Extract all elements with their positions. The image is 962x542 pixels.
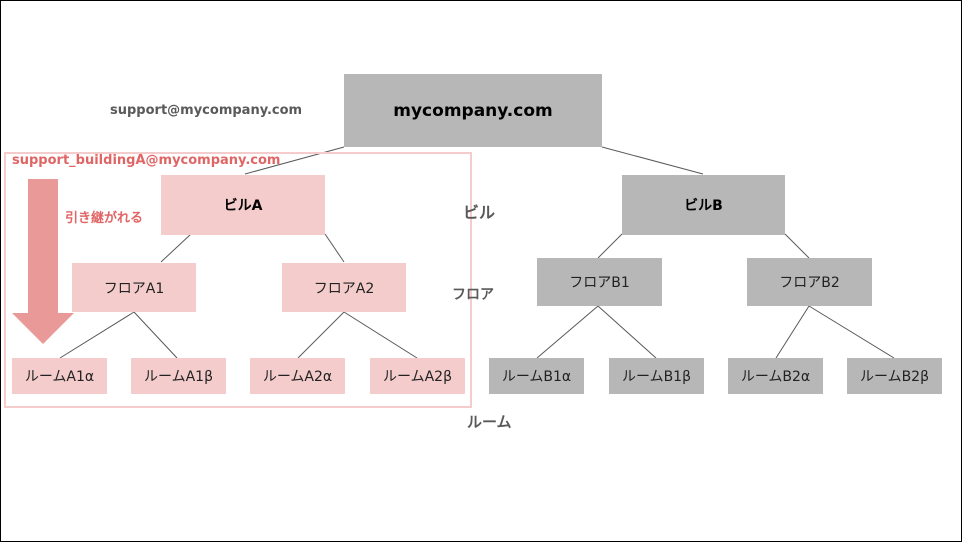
edge-building-b-floor-b1 [597, 233, 623, 259]
node-floor-a2: フロアA2 [282, 263, 406, 312]
inheritance-arrow [12, 179, 74, 344]
node-root-domain: mycompany.com [344, 74, 602, 147]
edge-building-a-floor-a2 [324, 233, 345, 263]
inherited-label: 引き継がれる [65, 211, 144, 226]
node-building-a: ビルA [161, 175, 325, 235]
edge-floor-b2-room-b2a [775, 305, 810, 359]
building-a-scope-box [4, 152, 472, 408]
level-label-building: ビル [463, 203, 496, 222]
edge-root-building-a [244, 146, 345, 175]
support-building-email-label: support_buildingA@mycompany.com [12, 153, 281, 168]
node-building-b: ビルB [622, 175, 785, 235]
node-room-a1-beta: ルームA1β [131, 358, 226, 394]
node-room-b1-alpha: ルームB1α [489, 358, 584, 394]
node-floor-a1: フロアA1 [72, 263, 196, 312]
node-floor-b1: フロアB1 [537, 258, 662, 306]
support-email-label: support@mycompany.com [110, 103, 303, 118]
edge-root-building-b [601, 146, 704, 175]
edge-floor-a1-room-a1b [133, 311, 178, 359]
node-floor-b2: フロアB2 [747, 258, 872, 306]
node-room-a2-beta: ルームA2β [370, 358, 465, 394]
edge-building-b-floor-b2 [784, 233, 810, 259]
edge-floor-b1-room-b1a [536, 305, 599, 359]
level-label-room: ルーム [467, 413, 512, 431]
edge-floor-b2-room-b2b [808, 305, 895, 359]
level-label-floor: フロア [452, 287, 494, 303]
node-room-b2-alpha: ルームB2α [728, 358, 823, 394]
edge-floor-a2-room-a2a [297, 311, 345, 359]
node-room-b2-beta: ルームB2β [847, 358, 942, 394]
edge-floor-b1-room-b1b [597, 305, 657, 359]
edge-floor-a1-room-a1a [59, 311, 135, 359]
node-room-b1-beta: ルームB1β [609, 358, 704, 394]
node-room-a2-alpha: ルームA2α [250, 358, 345, 394]
edge-floor-a2-room-a2b [343, 311, 418, 359]
node-room-a1-alpha: ルームA1α [12, 358, 107, 394]
edge-building-a-floor-a1 [160, 233, 192, 263]
